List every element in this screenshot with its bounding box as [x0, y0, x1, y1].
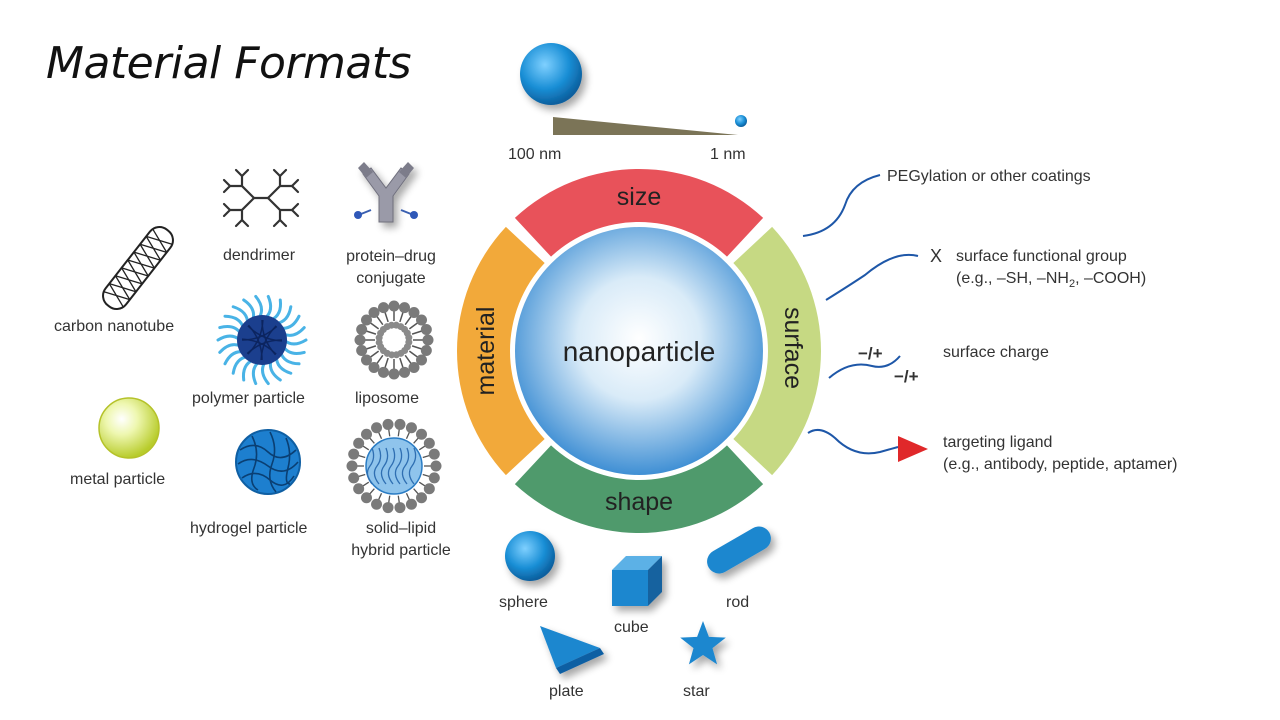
functional-group-label: surface functional group (e.g., –SH, –NH…: [956, 248, 1147, 290]
surface-charge-label: surface charge: [943, 344, 1049, 361]
size-100nm-label: 100 nm: [508, 146, 562, 163]
size-scale-wedge: [553, 117, 738, 135]
metal-particle-icon: [98, 397, 160, 459]
sphere-shape-icon: [505, 531, 555, 581]
charge-connector: [828, 355, 901, 379]
segment-shape-label: shape: [604, 488, 674, 516]
solid-lipid-hybrid-label: solid–lipid hybrid particle: [351, 520, 451, 559]
pegylation-label: PEGylation or other coatings: [887, 168, 1091, 185]
segment-size-label: size: [616, 183, 662, 211]
star-shape-icon: [680, 621, 726, 665]
cube-label: cube: [614, 619, 649, 636]
polymer-particle-label: polymer particle: [192, 390, 305, 407]
functional-group-connector: [825, 253, 919, 301]
peg-connector: [802, 174, 881, 237]
surface-connectors: [802, 174, 919, 455]
nanoparticle-core: [515, 227, 763, 475]
sphere-label: sphere: [499, 594, 548, 611]
metal-particle-label: metal particle: [70, 471, 166, 488]
star-label: star: [683, 683, 710, 700]
hydrogel-particle-label: hydrogel particle: [190, 520, 308, 537]
small-particle-icon: [735, 115, 747, 127]
page-title: Material Formats: [46, 38, 412, 89]
charge-sign-lower: −/+: [894, 367, 919, 386]
targeting-ligand-icon: [898, 436, 928, 462]
targeting-ligand-label: targeting ligand (e.g., antibody, peptid…: [943, 434, 1178, 473]
segment-size: [514, 169, 764, 257]
size-1nm-label: 1 nm: [710, 146, 746, 163]
property-ring: [457, 169, 821, 533]
segment-surface-label: surface: [778, 307, 807, 389]
carbon-nanotube-icon: [102, 226, 174, 310]
protein-drug-conjugate-label: protein–drug conjugate: [346, 248, 436, 287]
segment-material: [457, 226, 545, 476]
solid-lipid-hybrid-icon: [346, 418, 442, 514]
charge-sign-upper: −/+: [858, 344, 883, 363]
liposome-icon: [354, 300, 434, 380]
rod-label: rod: [726, 594, 750, 611]
cube-shape-icon: [612, 556, 662, 606]
plate-shape-icon: [540, 626, 604, 674]
liposome-label: liposome: [355, 390, 420, 407]
hydrogel-particle-icon: [235, 429, 301, 495]
dendrimer-icon: [222, 168, 300, 228]
segment-shape: [514, 445, 764, 533]
functional-group-marker: X: [930, 246, 943, 266]
segment-material-label: material: [472, 306, 501, 396]
large-particle-icon: [520, 43, 582, 105]
carbon-nanotube-label: carbon nanotube: [54, 318, 175, 335]
nanoparticle-label: nanoparticle: [562, 336, 716, 367]
dendrimer-label: dendrimer: [223, 247, 296, 264]
plate-label: plate: [549, 683, 584, 700]
polymer-particle-icon: [216, 294, 308, 386]
protein-drug-conjugate-icon: [358, 162, 414, 223]
rod-shape-icon: [707, 526, 771, 574]
ligand-connector: [807, 428, 899, 455]
segment-surface: [733, 226, 821, 476]
